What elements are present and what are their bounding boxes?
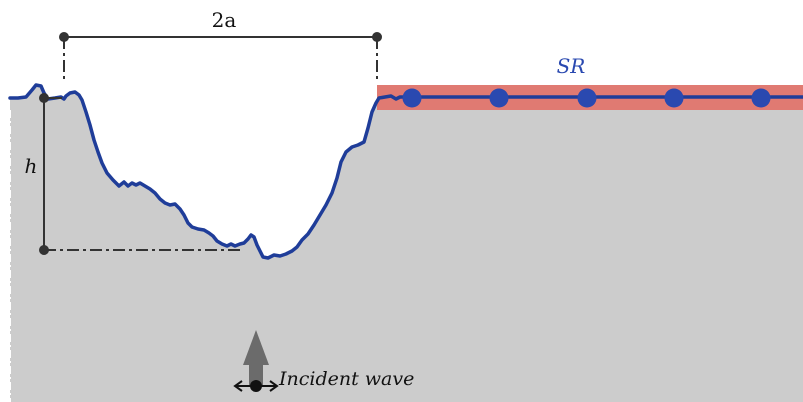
receiver-dot	[489, 88, 509, 108]
depth-dimension	[39, 93, 240, 255]
receiver-dot	[577, 88, 597, 108]
width-label: 2a	[212, 8, 237, 32]
solid-medium	[10, 85, 803, 402]
width-dimension	[59, 32, 382, 80]
surface-profile-line	[8, 83, 803, 260]
receiver-dot	[402, 88, 422, 108]
receiver-dot	[664, 88, 684, 108]
source-point	[250, 380, 262, 392]
incident-wave-arrow	[243, 330, 269, 386]
receiver-dot	[751, 88, 771, 108]
polarization-icon	[233, 380, 279, 392]
receiver-dots	[402, 88, 771, 108]
incident-wave-label: Incident wave	[278, 368, 414, 390]
depth-label: h	[25, 154, 38, 178]
receivers-label: SR	[557, 54, 586, 78]
